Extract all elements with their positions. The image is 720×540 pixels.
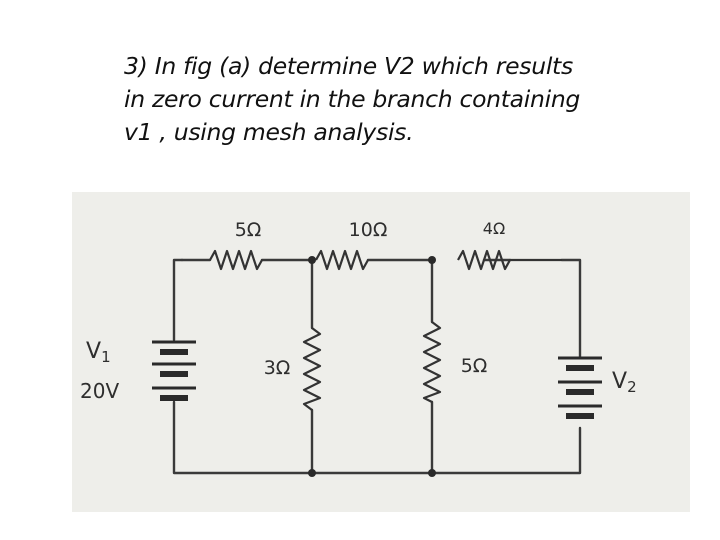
battery-v2-icon <box>558 356 602 419</box>
label-source-v1-value: 20V <box>80 379 119 403</box>
label-resistor-shunt-left: 3Ω <box>264 357 291 379</box>
label-resistor-top-middle: 10Ω <box>349 219 388 241</box>
resistor-shunt-left <box>302 327 322 411</box>
label-source-v2: V2 <box>612 369 637 396</box>
question-line-2: in zero current in the branch containing <box>124 85 581 113</box>
resistor-shunt-right <box>422 321 442 403</box>
resistor-top-right <box>457 249 562 271</box>
junction-dot <box>308 469 316 477</box>
question-text: 3) In fig (a) determine V2 which results… <box>124 50 684 149</box>
junction-dot <box>428 469 436 477</box>
circuit-diagram: 5Ω 10Ω 4Ω 3Ω 5Ω V1 20V V2 <box>80 219 637 477</box>
question-line-1: 3) In fig (a) determine V2 which results <box>124 52 573 80</box>
label-resistor-top-left: 5Ω <box>235 219 262 241</box>
left-wire <box>172 258 582 475</box>
junction-dot <box>308 256 316 264</box>
label-resistor-top-right: 4Ω <box>483 219 505 238</box>
circuit-figure: 5Ω 10Ω 4Ω 3Ω 5Ω V1 20V V2 <box>72 192 690 512</box>
resistor-top-middle <box>315 249 369 271</box>
resistor-top-left <box>209 249 263 271</box>
junction-dot <box>428 256 436 264</box>
battery-v1-icon <box>152 340 196 401</box>
question-line-3: v1 , using mesh analysis. <box>124 118 414 146</box>
label-resistor-shunt-right: 5Ω <box>461 355 488 377</box>
label-source-v1: V1 <box>86 339 111 366</box>
